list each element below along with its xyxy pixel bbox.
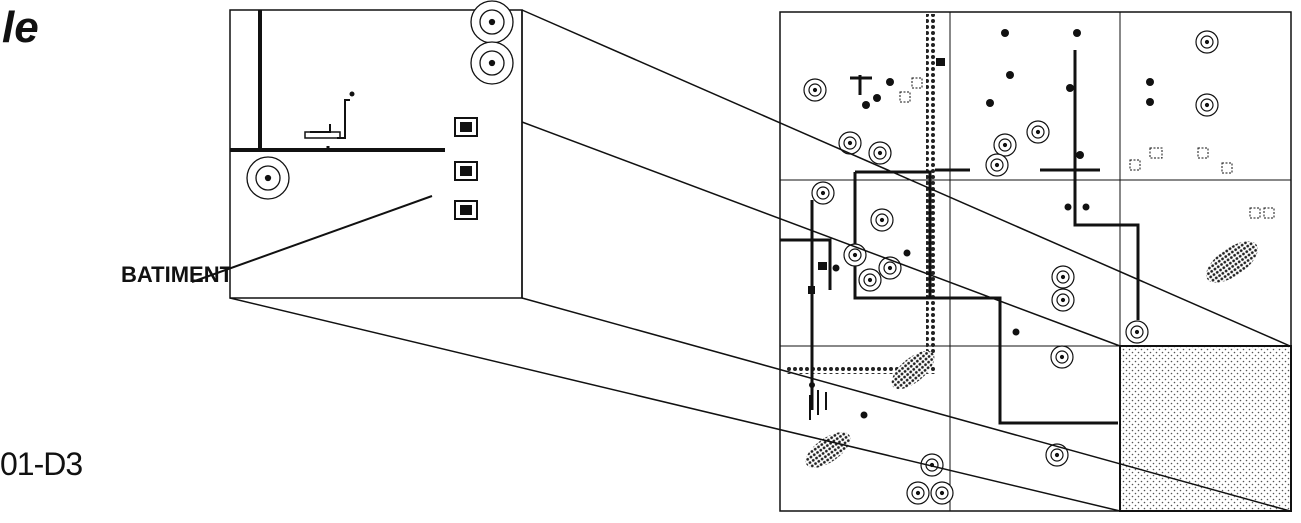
concentric-circle-icon bbox=[985, 153, 1009, 177]
concentric-circle-icon bbox=[906, 481, 930, 505]
small-buildings bbox=[808, 58, 945, 294]
concentric-circle-icon bbox=[1051, 288, 1075, 312]
projection-line-mid bbox=[521, 121, 1121, 347]
filled-square-building-icon bbox=[460, 205, 472, 215]
concentric-circle-icon bbox=[868, 141, 892, 165]
inset-dot bbox=[349, 91, 355, 97]
wood-3 bbox=[805, 432, 851, 468]
road-ticks bbox=[809, 390, 827, 420]
wood-2 bbox=[891, 350, 935, 390]
concentric-circle-icon bbox=[246, 156, 290, 200]
batiments-label: BATIMENTS bbox=[121, 262, 248, 287]
road-loop bbox=[853, 172, 930, 300]
road-west bbox=[780, 238, 832, 290]
highlighted-cell bbox=[1119, 345, 1292, 512]
railway-branch bbox=[785, 366, 935, 374]
concentric-circle-icon bbox=[870, 208, 894, 232]
filled-square-building-icon bbox=[460, 166, 472, 176]
inset-buildings bbox=[454, 117, 478, 220]
concentric-circle-icon bbox=[470, 41, 514, 85]
figure-title-fragment: le bbox=[2, 3, 39, 52]
wooded-areas bbox=[805, 241, 1258, 468]
building-3 bbox=[454, 200, 478, 220]
concentric-circle-icon bbox=[803, 78, 827, 102]
dashed-square-icon bbox=[1221, 162, 1233, 174]
building-1 bbox=[454, 117, 478, 137]
small-dot-symbols bbox=[809, 29, 1154, 419]
road-east bbox=[1073, 50, 1140, 320]
dashed-square-icon bbox=[1263, 207, 1275, 219]
dashed-square-icon bbox=[1197, 147, 1209, 159]
dashed-square-icon bbox=[1249, 207, 1261, 219]
inset-building-outline-2 bbox=[304, 131, 341, 139]
concentric-circle-icon bbox=[858, 268, 882, 292]
concentric-circle-icon bbox=[1195, 30, 1219, 54]
batiments-leader-line bbox=[191, 195, 433, 283]
concentric-circle-icon bbox=[1026, 120, 1050, 144]
projection-line-top bbox=[521, 9, 1291, 347]
concentric-circle-icon bbox=[1045, 443, 1069, 467]
concentric-circle-icon bbox=[811, 181, 835, 205]
concentric-circle-icon bbox=[470, 0, 514, 44]
figure-code-fragment: 01-D3 bbox=[0, 446, 83, 482]
road-main bbox=[855, 170, 1118, 425]
concentric-circle-icon bbox=[930, 481, 954, 505]
dashed-square-icon bbox=[1129, 159, 1141, 171]
dashed-square-icon bbox=[899, 91, 911, 103]
concentric-circle-icon bbox=[920, 453, 944, 477]
concentric-circle-icon bbox=[838, 131, 862, 155]
grid-frame bbox=[779, 11, 1292, 512]
filled-square-building-icon bbox=[818, 262, 827, 270]
concentric-circle-icon bbox=[1051, 265, 1075, 289]
dashed-square-icon bbox=[911, 77, 923, 89]
filled-square-building-icon bbox=[808, 286, 815, 294]
building-2 bbox=[454, 161, 478, 181]
inset-circle-symbols bbox=[246, 0, 514, 200]
wood-1 bbox=[1206, 241, 1258, 283]
concentric-circle-icon bbox=[993, 133, 1017, 157]
concentric-circle-icon bbox=[1125, 320, 1149, 344]
projection-line-bottom-right bbox=[521, 297, 1291, 512]
outline-buildings bbox=[899, 77, 1275, 219]
projection-line-bottom-left bbox=[229, 297, 1121, 512]
filled-square-building-icon bbox=[460, 122, 472, 132]
roads bbox=[780, 50, 1140, 425]
concentric-circle-icon bbox=[1195, 93, 1219, 117]
dashed-square-icon bbox=[1149, 147, 1163, 159]
concentric-circle-icon bbox=[1050, 345, 1074, 369]
filled-square-building-icon bbox=[936, 58, 945, 66]
